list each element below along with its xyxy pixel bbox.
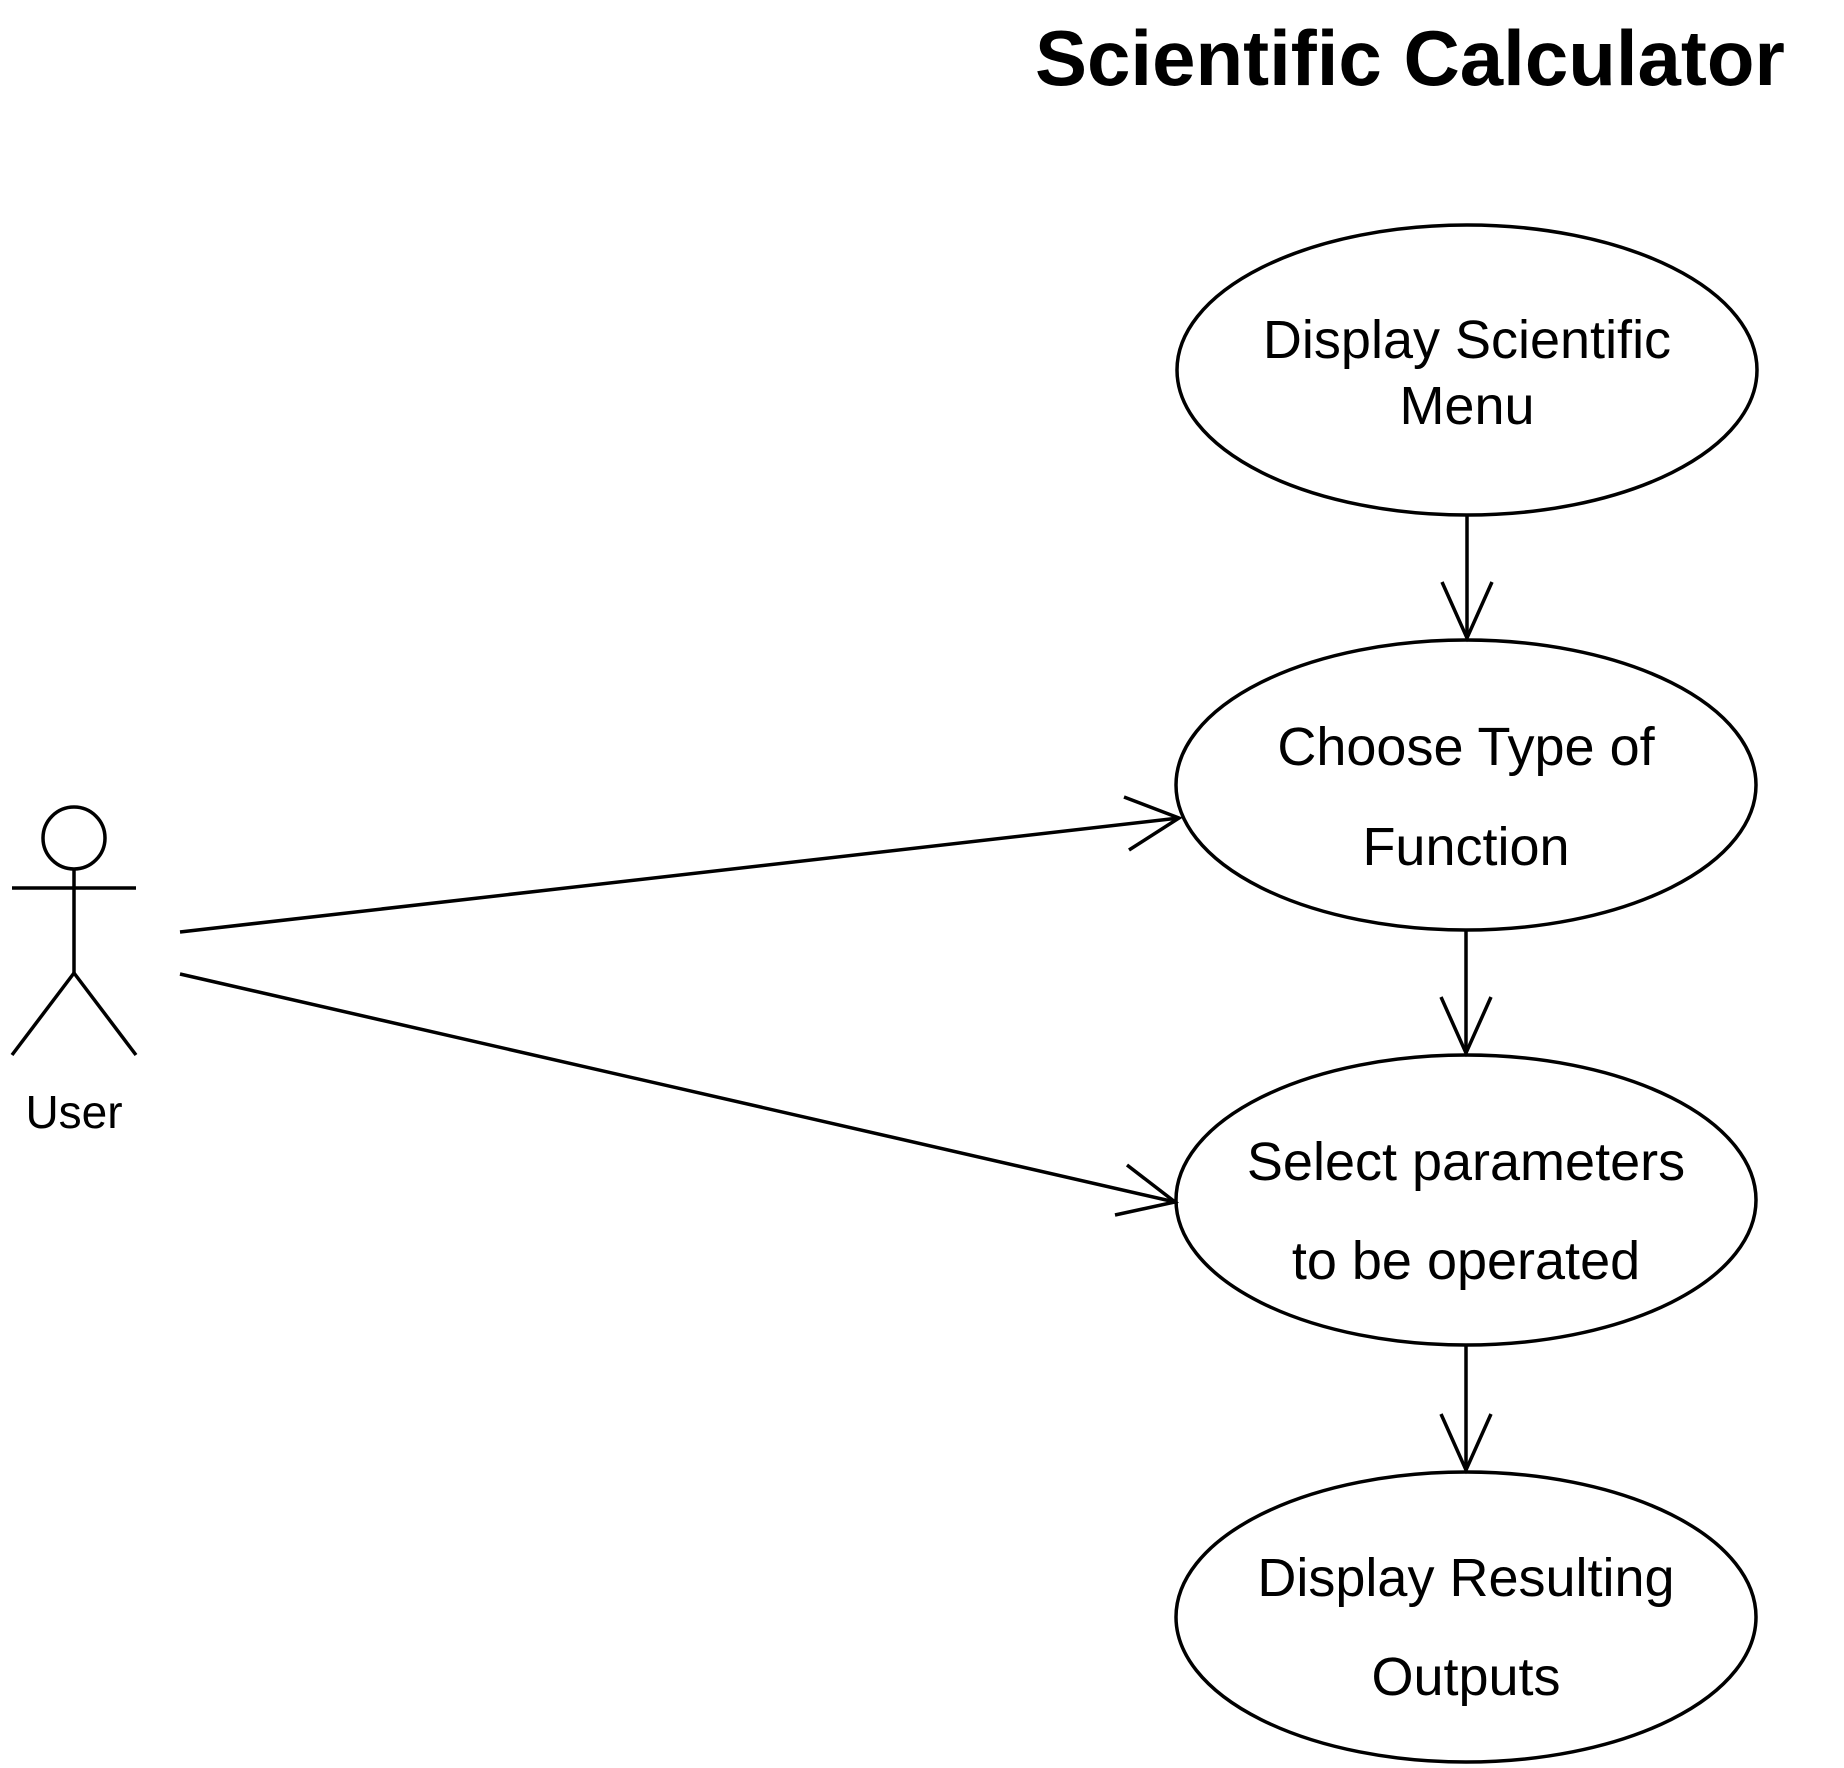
use-case-display-resulting-outputs[interactable]: Display Resulting Outputs — [1174, 1470, 1758, 1764]
use-case-label-line-1: Select parameters — [1247, 1132, 1685, 1192]
use-case-choose-type-of-function[interactable]: Choose Type of Function — [1174, 638, 1758, 932]
arrow-parameters-to-outputs — [1439, 1345, 1493, 1475]
use-case-ellipse — [1174, 1053, 1758, 1347]
use-case-ellipse — [1175, 223, 1759, 517]
diagram-title: Scientific Calculator — [1035, 14, 1785, 102]
arrowhead-icon — [1439, 996, 1493, 1058]
use-case-select-parameters[interactable]: Select parameters to be operated — [1174, 1053, 1758, 1347]
arrowhead-icon — [1114, 1163, 1180, 1217]
actor-label: User — [25, 1086, 122, 1138]
use-case-ellipse — [1174, 1470, 1758, 1764]
use-case-label-line-1: Display Resulting — [1257, 1548, 1674, 1608]
arrow-function-to-parameters — [1439, 930, 1493, 1058]
use-case-label-line-1: Choose Type of — [1277, 717, 1655, 777]
stick-figure-icon — [10, 805, 138, 1057]
arrow-menu-to-function — [1440, 515, 1494, 643]
actor-user[interactable]: User — [10, 805, 138, 1138]
use-case-label-line-1: Display Scientific — [1263, 310, 1671, 370]
use-case-label-line-2: to be operated — [1292, 1231, 1640, 1291]
use-case-label-line-2: Outputs — [1371, 1647, 1560, 1707]
association-user-to-parameters — [179, 972, 1180, 1217]
arrowhead-icon — [1439, 1413, 1493, 1475]
use-case-label-line-2: Function — [1362, 817, 1569, 877]
arrowhead-icon — [1123, 795, 1183, 852]
use-case-label-line-2: Menu — [1399, 376, 1534, 436]
association-user-to-function — [179, 795, 1183, 934]
use-case-display-scientific-menu[interactable]: Display Scientific Menu — [1175, 223, 1759, 517]
arrowhead-icon — [1440, 581, 1494, 643]
use-case-ellipse — [1174, 638, 1758, 932]
